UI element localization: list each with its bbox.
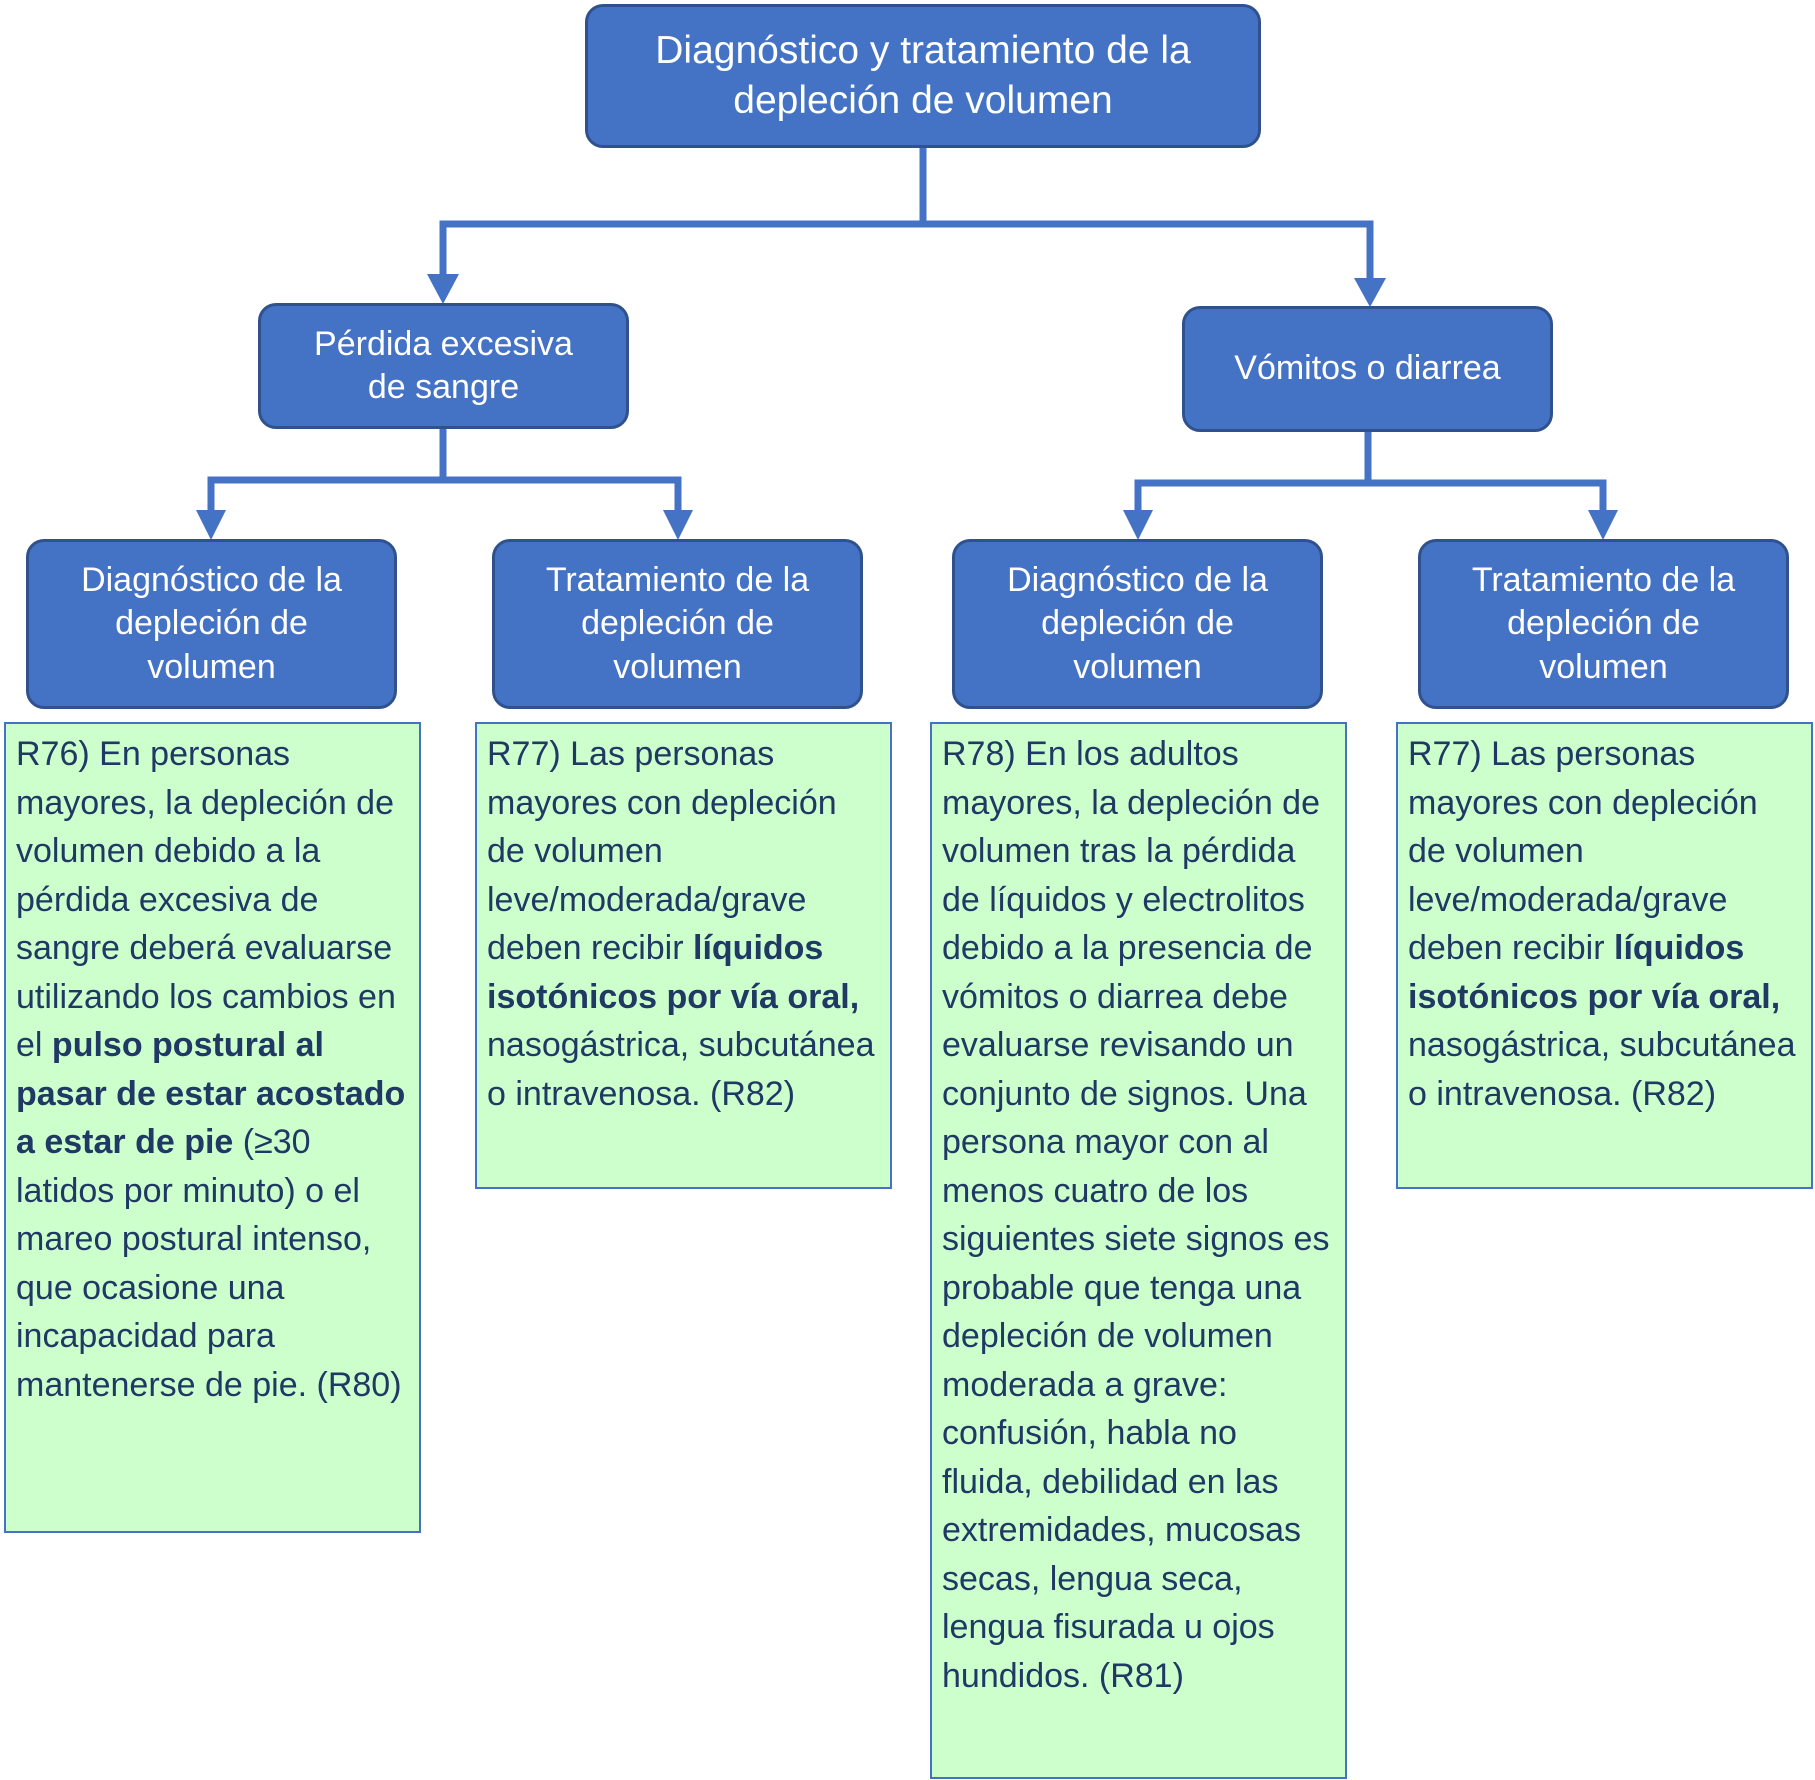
leaf-node-diagnosis-vomiting: Diagnóstico de la depleción de volumen [952, 539, 1323, 709]
rec-text-bold: pulso postural al pasar de estar acostad… [16, 1026, 406, 1161]
leaf-label-line: volumen [1539, 647, 1668, 686]
leaf-label-line: volumen [613, 647, 742, 686]
rec-text: R77) Las personas mayores con depleción … [1408, 735, 1758, 967]
connector-root-right [919, 148, 1374, 282]
rec-text-bold: líquidos isotónicos por vía oral, [487, 929, 860, 1016]
leaf-label-line: volumen [1073, 647, 1202, 686]
arrowhead-icon [1123, 510, 1153, 540]
recommendation-r78: R78) En los adultos mayores, la depleció… [930, 722, 1347, 1779]
leaf-label-line: Tratamiento de la [1471, 561, 1736, 600]
arrowhead-icon [1588, 510, 1618, 540]
branch-node-vomiting-diarrhea: Vómitos o diarrea [1182, 306, 1553, 432]
arrowhead-icon [663, 510, 693, 540]
rec-text: nasogástrica, subcutánea o intravenosa. … [1408, 1026, 1796, 1113]
branch-label: Vómitos o diarrea [1234, 349, 1501, 388]
branch-node-blood-loss: Pérdida excesiva de sangre [258, 303, 629, 429]
root-node-title: Diagnóstico y tratamiento de la depleció… [585, 4, 1261, 148]
title-line-1: Diagnóstico y tratamiento de la [655, 29, 1191, 73]
title-line-2: depleción de volumen [733, 79, 1113, 122]
connector-left-leaf2 [439, 429, 682, 515]
arrowhead-icon [427, 274, 459, 304]
rec-text: R77) Las personas mayores con depleción … [487, 735, 837, 967]
branch-label-line-1: Pérdida excesiva [314, 324, 573, 363]
leaf-node-diagnosis-blood-loss: Diagnóstico de la depleción de volumen [26, 539, 397, 709]
recommendation-r76: R76) En personas mayores, la depleción d… [4, 722, 421, 1533]
leaf-node-treatment-vomiting: Tratamiento de la depleción de volumen [1418, 539, 1789, 709]
leaf-label-line: depleción de [1041, 604, 1234, 643]
arrowhead-icon [1354, 278, 1386, 307]
rec-text-bold: líquidos isotónicos por vía oral, [1408, 929, 1781, 1016]
connector-left-leaf1 [207, 429, 447, 515]
rec-text: R76) En personas mayores, la depleción d… [16, 735, 396, 1064]
recommendation-r77-blood-loss: R77) Las personas mayores con depleción … [475, 722, 892, 1189]
leaf-label-line: depleción de [115, 604, 308, 643]
connector-right-leaf3 [1134, 432, 1372, 515]
leaf-label-line: depleción de [581, 604, 774, 643]
leaf-label-line: volumen [147, 647, 276, 686]
leaf-label-line: Diagnóstico de la [81, 561, 342, 600]
leaf-node-treatment-blood-loss: Tratamiento de la depleción de volumen [492, 539, 863, 709]
rec-text: R78) En los adultos mayores, la depleció… [942, 735, 1330, 1695]
leaf-label-line: Diagnóstico de la [1007, 561, 1268, 600]
rec-text: nasogástrica, subcutánea o intravenosa. … [487, 1026, 875, 1113]
arrowhead-icon [196, 510, 226, 540]
rec-text: (≥30 latidos por minuto) o el mareo post… [16, 1123, 402, 1404]
connector-root-left [439, 148, 927, 278]
leaf-label-line: depleción de [1507, 604, 1700, 643]
leaf-label-line: Tratamiento de la [545, 561, 810, 600]
branch-label-line-2: de sangre [367, 368, 520, 406]
connector-right-leaf4 [1364, 432, 1607, 515]
recommendation-r77-vomiting: R77) Las personas mayores con depleción … [1396, 722, 1813, 1189]
